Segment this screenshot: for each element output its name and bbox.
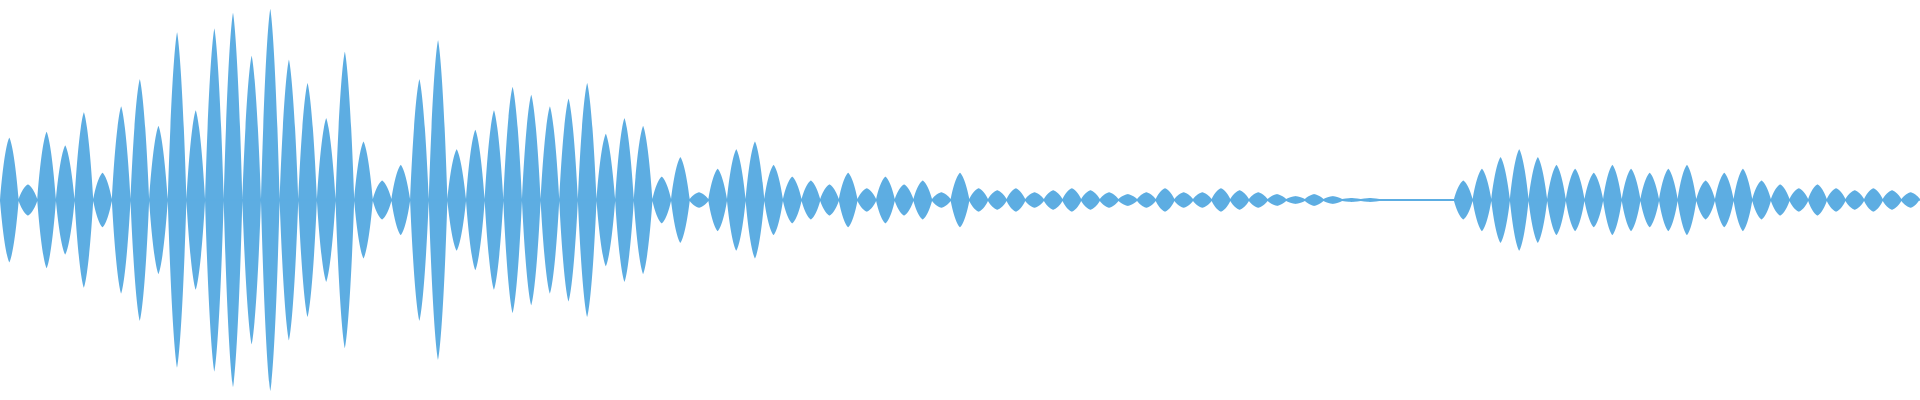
waveform-graphic <box>0 8 1920 392</box>
audio-waveform <box>0 8 1920 392</box>
